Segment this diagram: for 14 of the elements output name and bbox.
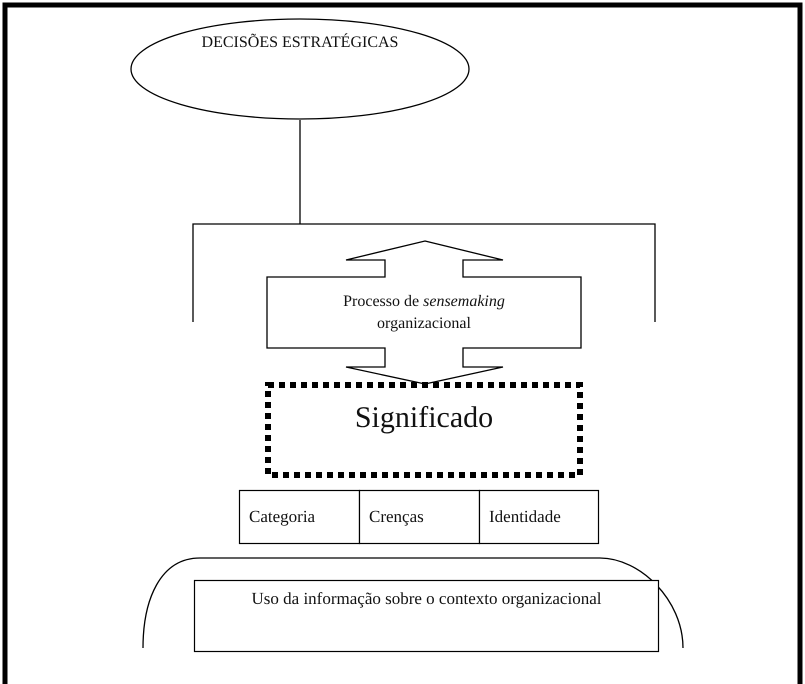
node-label: Processo de sensemaking organizacional <box>342 292 506 334</box>
node-label: Uso da informação sobre o contexto organizacional <box>252 588 602 610</box>
node-label: Crenças <box>369 506 424 528</box>
node-label: DECISÕES ESTRATÉGICAS <box>202 32 398 53</box>
text-box <box>194 580 659 652</box>
node-label: Identidade <box>489 506 561 528</box>
double-arrow-node <box>267 241 581 384</box>
node-label: Significado <box>354 400 494 436</box>
table-cell <box>359 490 480 544</box>
table-cell <box>239 490 360 544</box>
node-label: Categoria <box>249 506 316 528</box>
dotted-box <box>265 382 583 478</box>
table-cell <box>479 490 599 544</box>
ellipse-node <box>130 18 470 120</box>
